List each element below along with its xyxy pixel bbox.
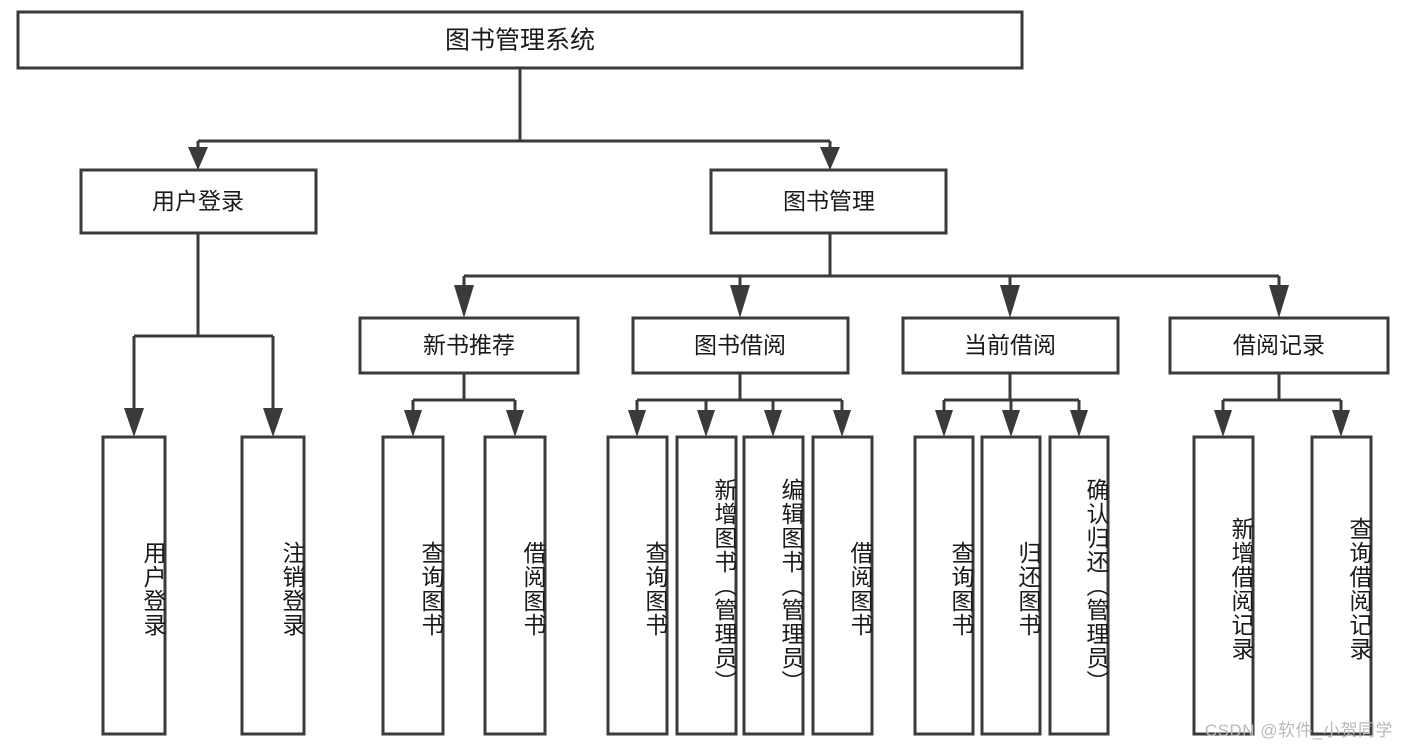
arrowhead-leaf-user-logout (263, 408, 283, 437)
node-box-leaf-confirm-return[interactable] (1048, 435, 1110, 736)
arrowhead-book-borrow (730, 285, 750, 318)
node-box-leaf-query-book-1[interactable] (381, 435, 445, 736)
arrowhead-leaf-return-book (1002, 410, 1020, 437)
arrowhead-leaf-query-book-2 (628, 410, 646, 437)
node-box-leaf-query-book-3[interactable] (913, 435, 975, 736)
arrowhead-leaf-query-book-1 (404, 410, 422, 437)
arrowhead-leaf-add-record (1214, 410, 1232, 437)
node-box-root[interactable] (16, 10, 1024, 70)
arrowhead-leaf-query-book-3 (935, 410, 953, 437)
arrowhead-borrow-record (1269, 285, 1289, 318)
node-box-borrow-record[interactable] (1168, 316, 1390, 375)
arrowheads-layer (124, 147, 1350, 437)
watermark-text: CSDN @软件_小贺同学 (1204, 721, 1393, 740)
node-label-current-borrow: 当前借阅 (964, 332, 1056, 358)
node-box-user-login[interactable] (79, 168, 318, 235)
node-box-leaf-add-record[interactable] (1192, 435, 1255, 736)
arrowhead-leaf-user-login (124, 408, 144, 437)
node-box-leaf-add-book[interactable] (675, 435, 738, 736)
arrowhead-leaf-edit-book (764, 410, 782, 437)
node-box-leaf-return-book[interactable] (980, 435, 1042, 736)
node-box-book-borrow[interactable] (631, 316, 850, 375)
node-box-leaf-edit-book[interactable] (742, 435, 805, 736)
node-box-new-book-recommend[interactable] (358, 316, 580, 375)
arrowhead-leaf-borrow-book-1 (506, 410, 524, 437)
arrowhead-leaf-confirm-return (1070, 410, 1088, 437)
node-box-current-borrow[interactable] (901, 316, 1120, 375)
arrowhead-book-management (820, 147, 840, 170)
node-box-book-management[interactable] (709, 168, 948, 235)
node-box-leaf-borrow-book-2[interactable] (811, 435, 874, 736)
arrowhead-leaf-query-record (1332, 410, 1350, 437)
arrowhead-leaf-borrow-book-2 (833, 410, 851, 437)
arrowhead-new-book-recommend (454, 285, 474, 318)
node-box-leaf-user-logout[interactable] (240, 435, 306, 736)
node-label-root: 图书管理系统 (445, 27, 595, 55)
node-label-book-management: 图书管理 (783, 188, 875, 214)
node-label-borrow-record: 借阅记录 (1233, 332, 1325, 358)
node-label-user-login: 用户登录 (152, 188, 244, 214)
nodes-layer: 图书管理系统 用户登录 图书管理 新书推荐 图书借阅 当前借阅 借阅记录 (16, 10, 1390, 736)
node-box-leaf-user-login[interactable] (101, 435, 167, 736)
node-box-leaf-query-record[interactable] (1310, 435, 1373, 736)
arrowhead-user-login (188, 147, 208, 170)
node-box-leaf-borrow-book-1[interactable] (483, 435, 547, 736)
arrowhead-current-borrow (1000, 285, 1020, 318)
node-label-book-borrow: 图书借阅 (694, 332, 786, 358)
node-box-leaf-query-book-2[interactable] (606, 435, 669, 736)
arrowhead-leaf-add-book (697, 410, 715, 437)
node-label-new-book-recommend: 新书推荐 (423, 332, 515, 358)
